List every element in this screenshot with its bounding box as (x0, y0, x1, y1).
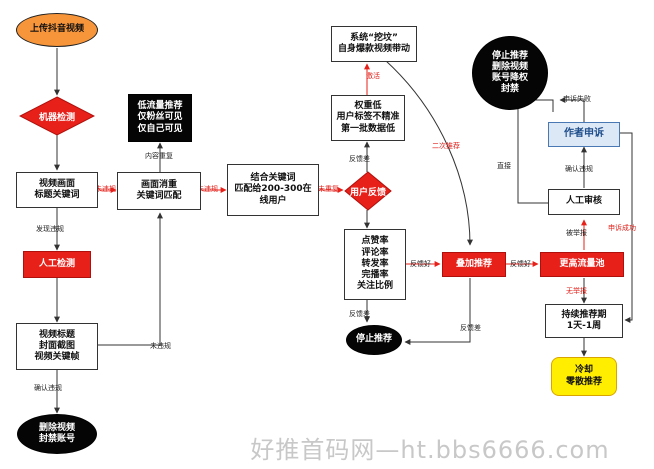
label-confirm-2: 确认违规 (565, 165, 593, 173)
label-appeal-fail: 申诉失败 (563, 95, 591, 103)
label-no-dup: 未重复 (318, 185, 339, 193)
watermark-text: 好推首码网—ht.bbs6666.com (250, 435, 610, 464)
node-cooling: 冷却 零散推荐 (551, 357, 617, 396)
user-feedback-label: 用户反馈 (349, 187, 386, 198)
node-machine-check: 机器检测 (19, 96, 95, 136)
label-no-report: 无举报 (566, 287, 587, 295)
label-not-violate-3: 未违规 (150, 342, 171, 350)
node-dig-grave: 系统“挖坟” 自身爆款视频带动 (331, 26, 417, 62)
node-user-feedback: 用户反馈 (344, 171, 392, 211)
node-stop-delete-ban: 停止推荐 删除视频 账号降权 封禁 (472, 36, 548, 110)
label-content-dup: 内容重复 (145, 152, 173, 160)
label-fb-good-1: 反馈好 (410, 260, 431, 268)
node-author-appeal: 作者申诉 (548, 122, 620, 147)
node-keyword-pool: 结合关键词 匹配给200-300在 线用户 (227, 164, 319, 216)
edge-review-to-dup (98, 212, 163, 346)
node-low-traffic: 低流量推荐 仅粉丝可见 仅自己可见 (128, 94, 192, 142)
node-manual-detect: 人工检测 (23, 251, 91, 278)
node-delete-ban: 删除视频 封禁账号 (17, 414, 97, 454)
node-review-frames: 视频标题 封面截图 视频关键帧 (16, 323, 98, 370)
edge-dig-to-overlay (384, 59, 473, 246)
machine-check-label: 机器检测 (38, 112, 75, 123)
label-fb-bad-1: 反馈差 (349, 155, 370, 163)
label-reported: 被举报 (566, 229, 587, 237)
label-not-violate-2: 未违规 (197, 185, 218, 193)
node-manual-review: 人工审核 (548, 189, 620, 215)
label-appeal-success: 申诉成功 (608, 224, 636, 232)
label-not-violate-1: 未违规 (95, 185, 116, 193)
label-activate: 激活 (366, 72, 380, 80)
label-fb-good-2: 反馈好 (510, 260, 531, 268)
label-fb-bad-3: 反馈差 (460, 324, 481, 332)
node-video-frame-keywords: 视频画面 标题关键词 (16, 172, 98, 208)
edge-appeal-to-continue (620, 132, 633, 323)
node-continuous-recommend: 持续推荐期 1天-1周 (545, 304, 623, 338)
edge-appeal-to-stopright (559, 97, 585, 122)
label-confirm-1: 确认违规 (34, 384, 62, 392)
machine-check-diamond (19, 96, 95, 136)
node-higher-pool: 更高流量池 (540, 252, 624, 277)
label-second-push: 二次推荐 (432, 142, 460, 150)
node-upload-video: 上传抖音视频 (16, 13, 98, 47)
node-stop-recommend-left: 停止推荐 (346, 325, 402, 355)
label-found-violation: 发现违规 (36, 225, 64, 233)
label-fb-bad-2: 反馈差 (349, 310, 370, 318)
node-weight-low: 权重低 用户标签不精准 第一批数据低 (331, 95, 405, 141)
user-feedback-diamond (344, 171, 392, 211)
edge-review-to-stopright (517, 99, 554, 204)
node-overlay-recommend: 叠加推荐 (442, 252, 506, 277)
node-engagement-metrics: 点赞率 评论率 转发率 完播率 关注比例 (344, 229, 406, 300)
edge-overlay-to-stop (404, 278, 471, 345)
node-dup-match: 画面消重 关键词匹配 (117, 172, 201, 210)
label-direct: 直接 (497, 162, 511, 170)
